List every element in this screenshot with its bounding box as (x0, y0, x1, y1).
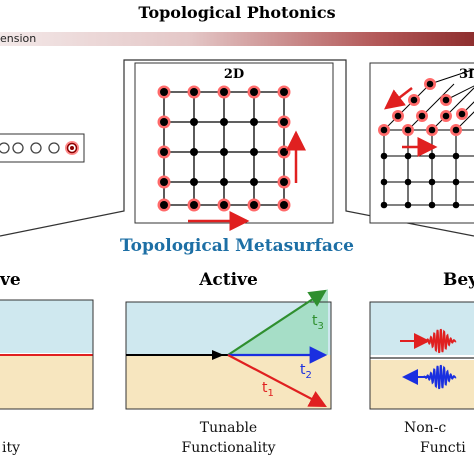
lattice-bond (383, 83, 431, 131)
t1-label: t1 (262, 380, 274, 399)
edge-site (410, 96, 418, 104)
resonator-ring (12, 142, 24, 154)
edge-site (160, 178, 168, 186)
panel-3d-label: 3I (459, 67, 474, 82)
edge-site (220, 201, 228, 209)
edge-site (250, 88, 258, 96)
3d-arrow-diagonal (384, 87, 413, 110)
bulk-site (220, 148, 228, 156)
edge-site (190, 201, 198, 209)
bulk-site (250, 178, 258, 186)
card-left-heading: ve (0, 270, 21, 290)
bulk-site (428, 178, 436, 186)
edge-site (160, 148, 168, 156)
1d-resonator-chain (0, 141, 79, 155)
t2-label: t2 (300, 362, 312, 381)
bulk-site (220, 178, 228, 186)
bulk-site (250, 118, 258, 126)
card-left-caption-line2: ity (2, 440, 21, 456)
bulk-site (250, 148, 258, 156)
panel-2d (134, 62, 334, 231)
edge-site (442, 96, 450, 104)
lattice-bond (429, 68, 474, 85)
lattice-bond (407, 83, 455, 131)
bulk-site (452, 178, 460, 186)
bulk-site (190, 148, 198, 156)
edge-resonator-core (70, 146, 74, 150)
card-active-diagram (125, 289, 332, 410)
resonator-ring (30, 142, 42, 154)
edge-site (250, 201, 258, 209)
bulk-site (190, 118, 198, 126)
dimension-label: ension (0, 32, 37, 45)
t3-arrow (227, 289, 327, 356)
t1-arrow (227, 354, 327, 408)
card-beyond-caption-line1: Non-c (404, 420, 447, 436)
card-beyond-caption-line2: Functi (420, 440, 466, 456)
edge-site (426, 80, 434, 88)
bulk-site (404, 201, 412, 209)
card-beyond-heading: Bey (443, 270, 474, 290)
bulk-site (190, 178, 198, 186)
funnel-outline (0, 59, 474, 237)
edge-site (428, 126, 436, 134)
edge-site (280, 201, 288, 209)
card-active-caption-line1: Tunable (199, 420, 258, 436)
bulk-site (452, 201, 460, 209)
card-left-diagram (0, 299, 94, 410)
figure-title: Topological Photonics (138, 3, 336, 22)
2d-lattice (157, 85, 291, 212)
bulk-site (428, 152, 436, 160)
resonator-ring (0, 142, 10, 154)
bulk-site (220, 118, 228, 126)
edge-site (442, 112, 450, 120)
t3-label: t3 (312, 313, 324, 332)
panel-1d (0, 133, 85, 163)
bulk-site (380, 152, 388, 160)
card-beyond-diagram (369, 301, 474, 410)
edge-site (280, 148, 288, 156)
edge-site (220, 88, 228, 96)
bulk-site (380, 178, 388, 186)
edge-site (280, 178, 288, 186)
bulk-site (428, 201, 436, 209)
edge-site (280, 88, 288, 96)
edge-site (280, 118, 288, 126)
forward-wavepacket (423, 328, 457, 354)
backward-wavepacket (423, 364, 457, 390)
edge-site (418, 112, 426, 120)
panel-2d-label: 2D (224, 67, 244, 82)
edge-site (160, 118, 168, 126)
edge-site (404, 126, 412, 134)
card-active-heading: Active (199, 270, 258, 290)
metasurface-title: Topological Metasurface (119, 236, 355, 256)
edge-site (190, 88, 198, 96)
bulk-site (380, 201, 388, 209)
edge-site (452, 126, 460, 134)
lattice-bond (455, 111, 474, 131)
dimension-gradient-bar (0, 32, 474, 46)
bulk-site (404, 152, 412, 160)
bulk-site (452, 152, 460, 160)
resonator-ring (48, 142, 60, 154)
edge-site (160, 88, 168, 96)
card-active-caption-line2: Functionality (181, 440, 276, 456)
3d-lattice (378, 68, 474, 209)
bulk-site (404, 178, 412, 186)
edge-site (394, 112, 402, 120)
edge-site (380, 126, 388, 134)
edge-site (458, 110, 466, 118)
panel-3d (369, 62, 474, 224)
edge-site (160, 201, 168, 209)
lattice-bond (431, 87, 474, 131)
